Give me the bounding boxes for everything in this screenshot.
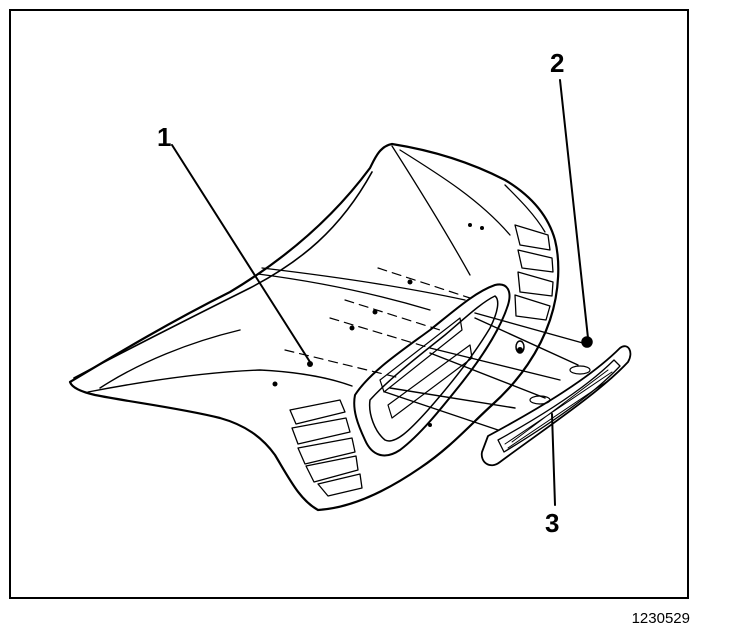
lower-ribs <box>289 399 363 497</box>
brake-light-unit <box>480 345 632 467</box>
figure-reference-number: 1230529 <box>631 610 690 627</box>
callout-2: 2 <box>550 48 565 78</box>
callout-1: 1 <box>157 122 172 152</box>
center-lines <box>284 267 471 379</box>
fastener-nut <box>581 336 593 348</box>
license-recess <box>353 283 511 457</box>
leader-lines <box>171 79 589 506</box>
assembly-lines <box>384 312 591 431</box>
illustration-frame <box>9 9 689 599</box>
leader-line-2 <box>559 79 589 339</box>
trunk-lid-outline <box>68 142 560 512</box>
leader-line-3 <box>551 413 556 506</box>
fasteners <box>272 223 523 427</box>
callout-3: 3 <box>545 508 560 538</box>
leader-line-1 <box>171 144 311 363</box>
side-ribs <box>504 184 554 321</box>
